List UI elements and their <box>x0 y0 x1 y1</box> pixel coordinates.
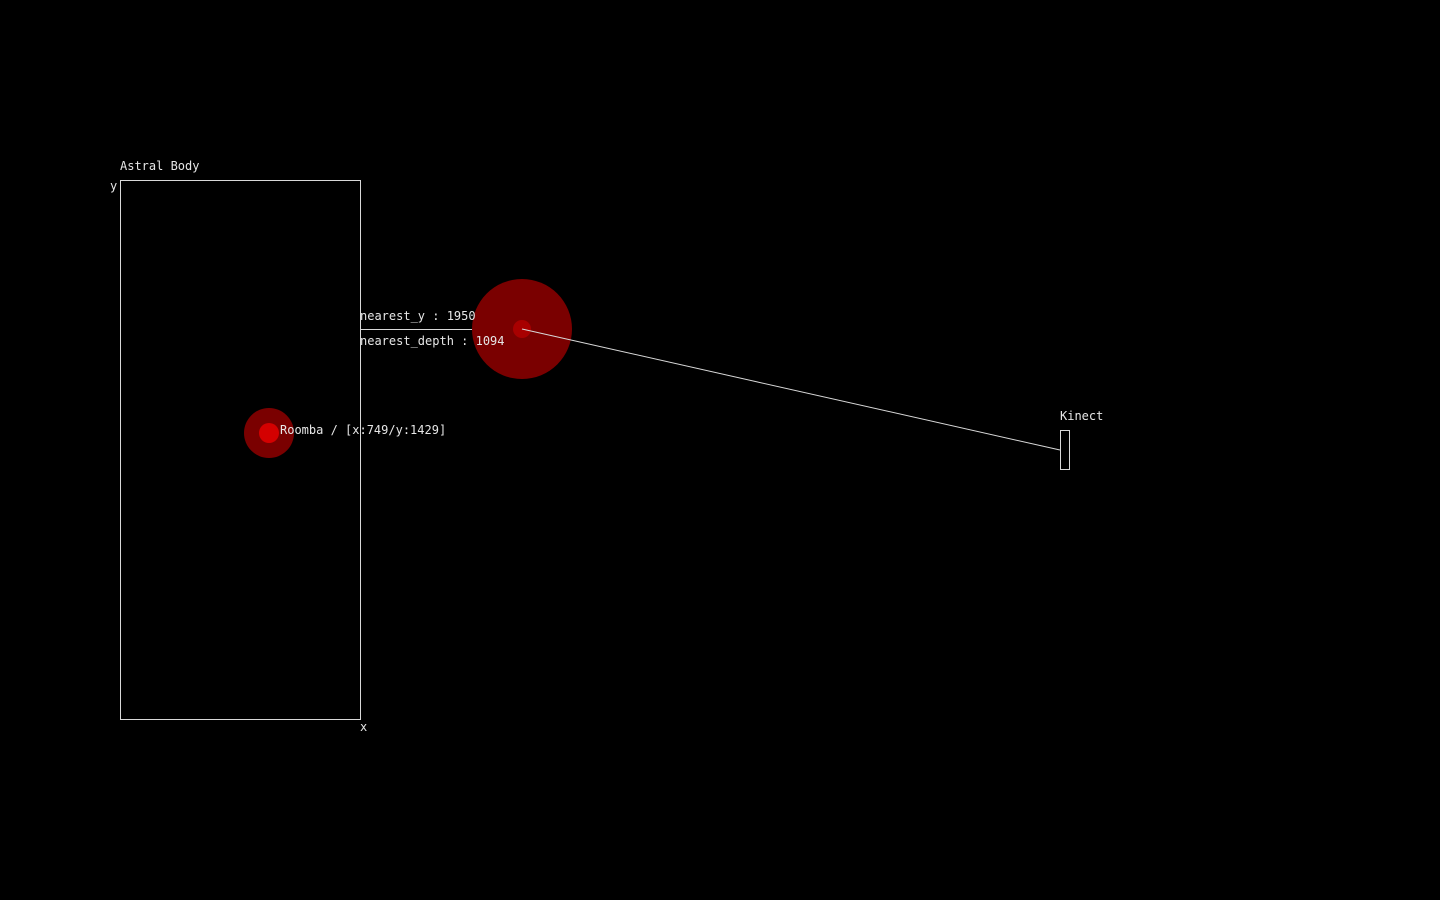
roomba-inner-dot <box>259 423 279 443</box>
kinect-label: Kinect <box>1060 409 1103 423</box>
nearest-depth-label: nearest_depth : 1094 <box>360 334 505 348</box>
roomba-label: Roomba / [x:749/y:1429] <box>280 423 446 437</box>
astral-body-area <box>120 180 361 720</box>
kinect-ray-line <box>521 328 1061 451</box>
kinect-sensor <box>1060 430 1070 470</box>
astral-body-title: Astral Body <box>120 159 199 173</box>
nearest-y-label: nearest_y : 1950 <box>360 309 476 323</box>
y-axis-label: y <box>110 179 117 193</box>
x-axis-label: x <box>360 720 367 734</box>
